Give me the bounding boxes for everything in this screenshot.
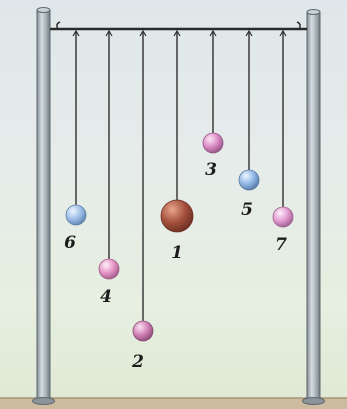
left-post — [32, 7, 55, 405]
thread-1 — [173, 29, 181, 201]
ball-label-1: 1 — [171, 243, 183, 263]
ball-5 — [238, 169, 260, 191]
ball-label-6: 6 — [64, 233, 76, 253]
thread-4 — [105, 29, 113, 261]
thread-6 — [72, 29, 80, 207]
right-post — [302, 9, 325, 405]
ball-2 — [132, 320, 154, 342]
ball-4 — [98, 258, 120, 280]
ball-label-2: 2 — [132, 352, 144, 372]
thread-5 — [245, 29, 253, 172]
crossbar — [50, 21, 307, 31]
ball-label-5: 5 — [241, 200, 253, 220]
thread-2 — [139, 29, 147, 323]
ball-3 — [202, 132, 224, 154]
ground — [0, 398, 347, 409]
ball-label-7: 7 — [275, 235, 287, 255]
thread-7 — [279, 29, 287, 209]
ball-7 — [272, 206, 294, 228]
ball-label-4: 4 — [100, 287, 112, 307]
ball-6 — [65, 204, 87, 226]
ball-label-3: 3 — [205, 160, 217, 180]
thread-3 — [209, 29, 217, 134]
ball-1 — [160, 199, 194, 233]
